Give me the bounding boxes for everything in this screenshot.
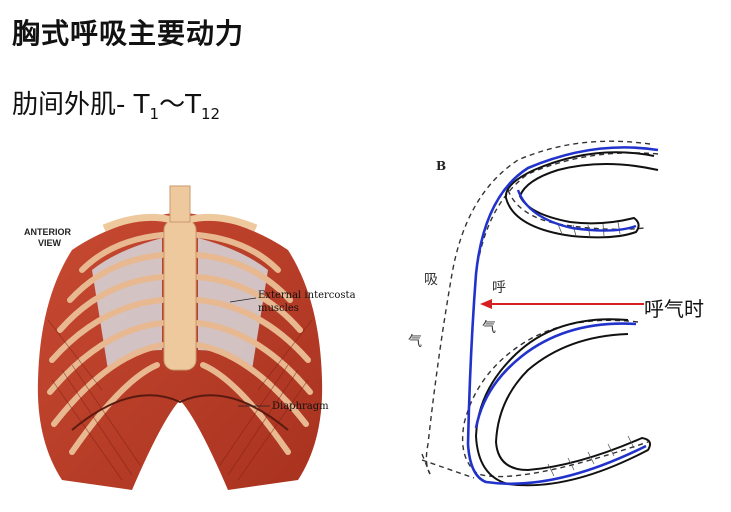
ribcage-svg: ANTERIOR VIEW	[12, 180, 355, 503]
panel-letter: B	[436, 159, 446, 173]
diaphragm-label: Diaphragm	[272, 401, 329, 412]
intercostal-label-2: muscles	[258, 303, 299, 314]
subtitle-tilde: ～T	[159, 90, 201, 120]
label-qi1: 气	[408, 334, 422, 350]
exhale-arrow-label: 呼气时	[644, 293, 704, 322]
rib-outlines	[476, 152, 658, 485]
intercostal-label-1: External intercosta	[258, 290, 355, 301]
view-label-1: ANTERIOR	[24, 227, 72, 237]
subtitle-sub1: 1	[150, 105, 160, 123]
subtitle-sub2: 12	[201, 105, 220, 123]
slide-title: 胸式呼吸主要动力	[12, 12, 244, 52]
exhale-arrow-head	[480, 299, 492, 309]
inhale-outlines	[422, 141, 658, 478]
ribcage-illustration: ANTERIOR VIEW	[12, 180, 355, 503]
view-label-2: VIEW	[38, 238, 62, 248]
label-xi: 吸	[424, 272, 438, 288]
label-hu: 呼	[492, 280, 506, 296]
slide-subtitle: 肋间外肌- T1～T12	[12, 84, 220, 123]
sternum	[164, 220, 196, 370]
spine	[170, 186, 190, 222]
subtitle-text: 肋间外肌- T	[12, 90, 150, 120]
label-qi2: 气	[482, 320, 496, 336]
